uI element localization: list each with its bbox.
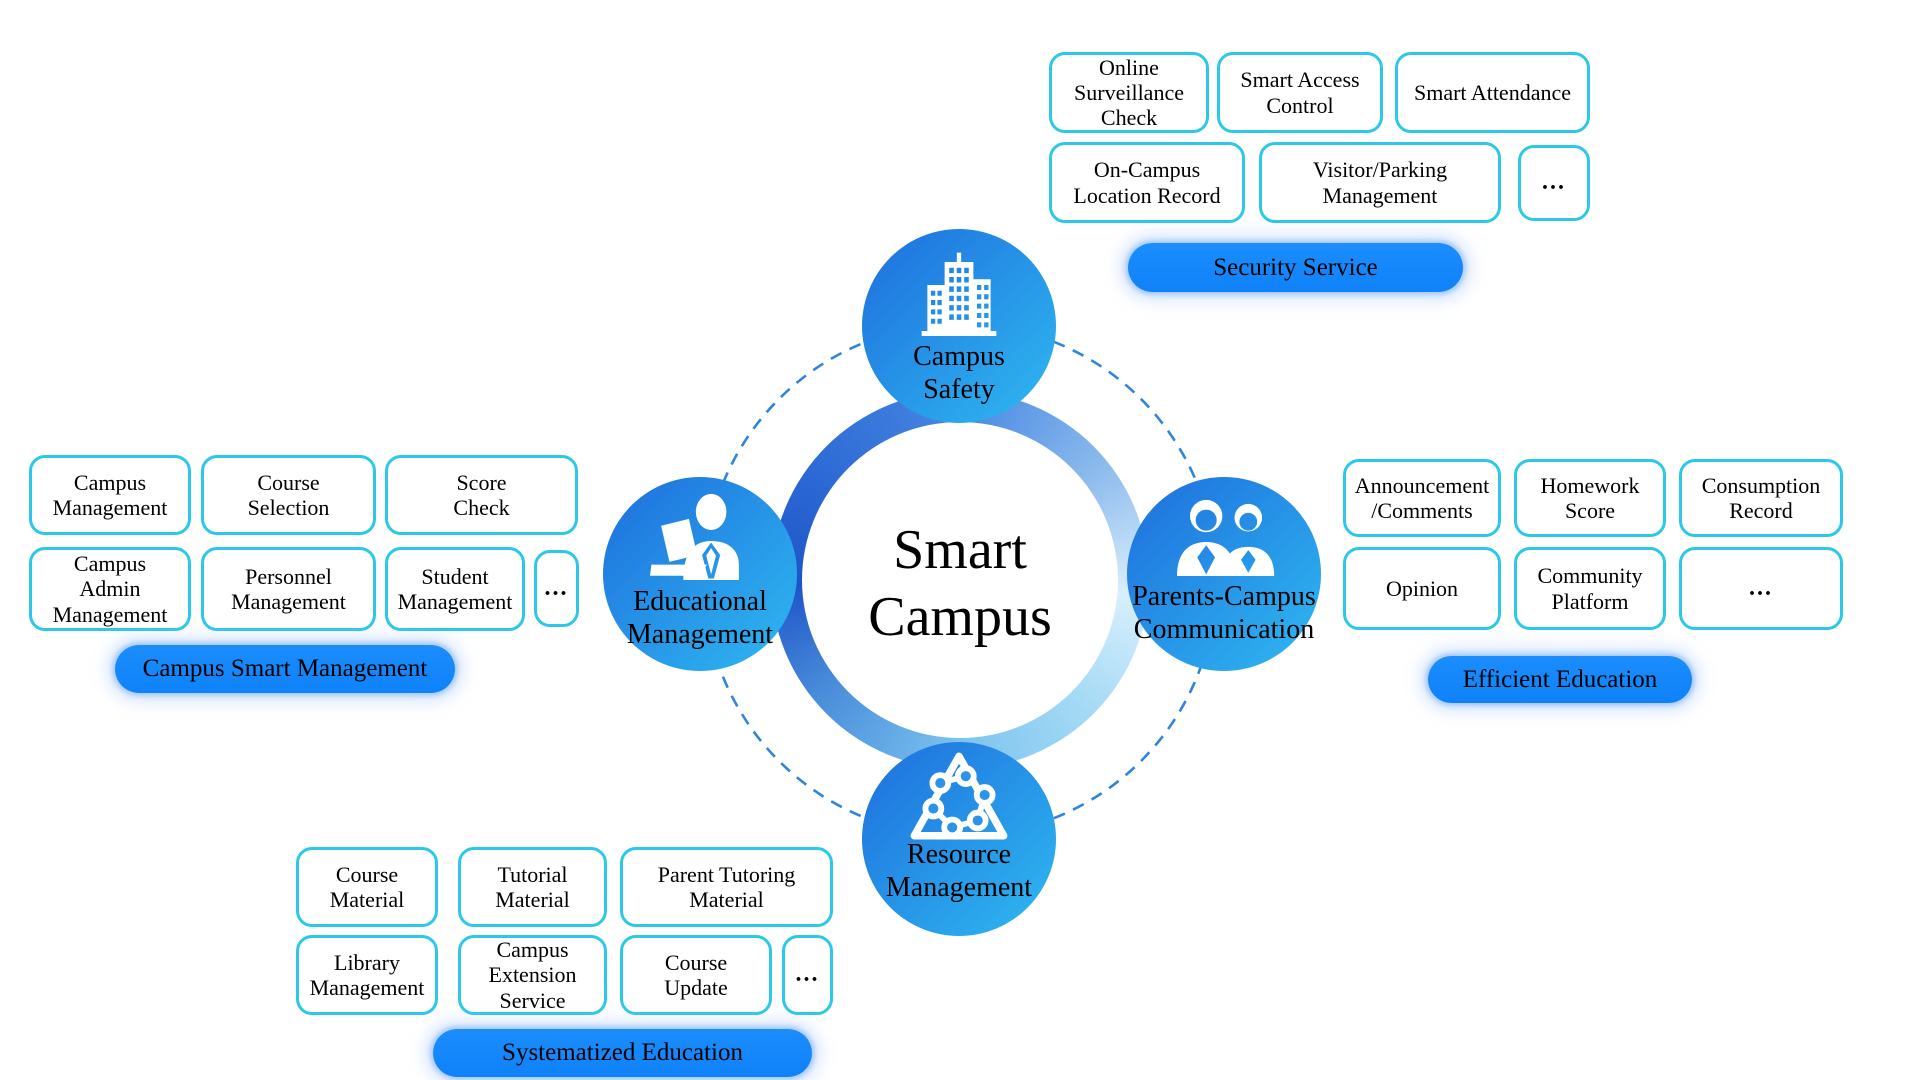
feature-box-smart-attendance: Smart Attendance <box>1395 52 1590 133</box>
feature-box-tutorial-material: Tutorial Material <box>458 847 607 927</box>
node-label-parents-campus-communication: Parents-Campus Communication <box>1132 581 1316 645</box>
person-laptop-icon <box>650 493 739 580</box>
feature-box-homework-score: Homework Score <box>1514 459 1666 537</box>
node-educational-management: Educational Management <box>603 477 797 671</box>
feature-box-course-update: Course Update <box>620 935 772 1015</box>
feature-box-campus-smart-more: ... <box>534 550 579 627</box>
feature-box-personnel-management: Personnel Management <box>201 547 376 631</box>
feature-box-online-surveillance-check: Online Surveillance Check <box>1049 52 1209 133</box>
node-resource-management: Resource Management <box>862 742 1056 936</box>
feature-box-opinion: Opinion <box>1343 547 1501 630</box>
feature-box-score-check: Score Check <box>385 455 578 535</box>
feature-box-visitor-parking-management: Visitor/Parking Management <box>1259 142 1501 223</box>
pill-systematized-education: Systematized Education <box>433 1029 812 1077</box>
feature-box-on-campus-location-record: On-Campus Location Record <box>1049 142 1245 223</box>
feature-box-announcement-comments: Announcement /Comments <box>1343 459 1501 537</box>
building-icon <box>921 252 997 336</box>
ring-inner-hole <box>802 422 1118 738</box>
feature-box-course-selection: Course Selection <box>201 455 376 535</box>
parents-icon <box>1177 499 1275 576</box>
node-label-educational-management: Educational Management <box>626 586 774 650</box>
feature-box-campus-admin-management: Campus Admin Management <box>29 547 191 631</box>
feature-box-parent-tutoring-material: Parent Tutoring Material <box>620 847 833 927</box>
feature-box-campus-extension-service: Campus Extension Service <box>458 935 607 1015</box>
feature-box-smart-access-control: Smart Access Control <box>1217 52 1383 133</box>
network-icon <box>910 752 1008 840</box>
gradient-ring <box>771 391 1149 769</box>
node-parents-campus-communication: Parents-Campus Communication <box>1127 477 1321 671</box>
feature-box-course-material: Course Material <box>296 847 438 927</box>
feature-box-consumption-record: Consumption Record <box>1679 459 1843 537</box>
feature-box-campus-management: Campus Management <box>29 455 191 535</box>
feature-box-efficient-more: ... <box>1679 547 1843 630</box>
feature-box-library-management: Library Management <box>296 935 438 1015</box>
feature-box-security-more: ... <box>1518 145 1590 221</box>
feature-box-systematized-more: ... <box>782 935 833 1015</box>
pill-efficient-education: Efficient Education <box>1428 656 1692 703</box>
node-campus-safety: Campus Safety <box>862 229 1056 423</box>
feature-box-community-platform: Community Platform <box>1514 547 1666 630</box>
diagram-title: Smart Campus <box>868 519 1052 648</box>
node-label-campus-safety: Campus Safety <box>913 341 1005 405</box>
pill-campus-smart-management: Campus Smart Management <box>115 645 455 693</box>
pill-security-service: Security Service <box>1128 243 1463 292</box>
node-label-resource-management: Resource Management <box>885 839 1033 903</box>
feature-box-student-management: Student Management <box>385 547 525 631</box>
